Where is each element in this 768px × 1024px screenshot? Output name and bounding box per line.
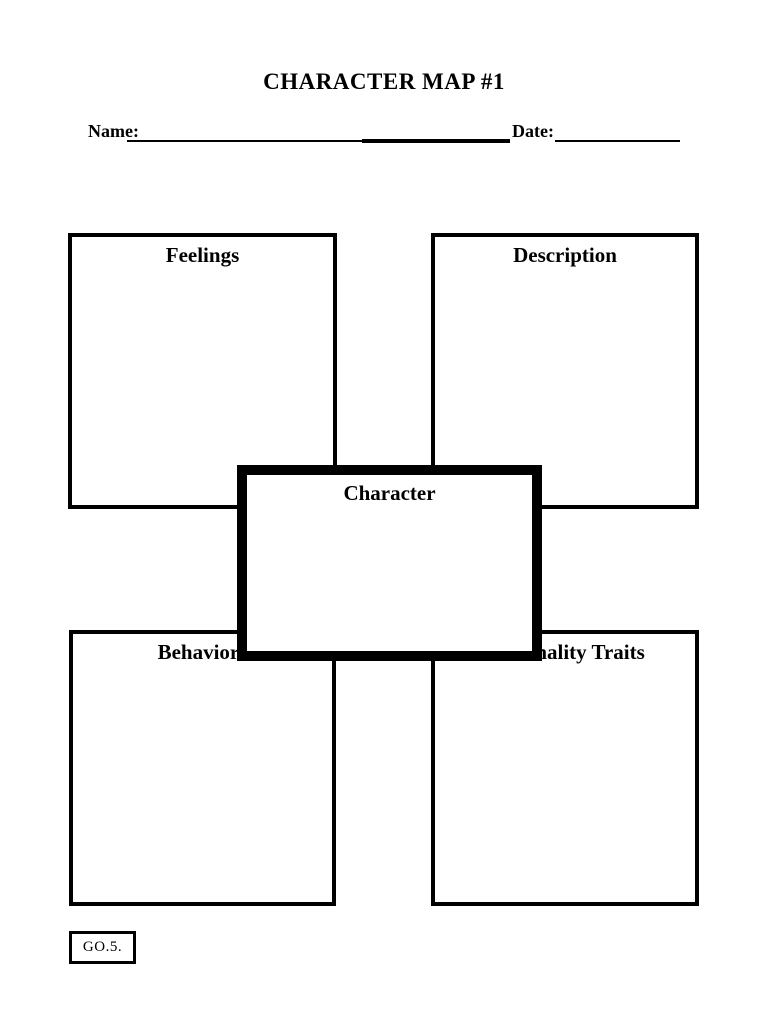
name-label: Name: xyxy=(88,121,139,141)
description-box-label: Description xyxy=(513,243,617,267)
personality-traits-write-area[interactable] xyxy=(435,668,695,902)
page-title: CHARACTER MAP #1 xyxy=(263,69,505,94)
description-box: Description xyxy=(431,233,699,509)
behaviors-box-label: Behaviors xyxy=(157,640,248,664)
character-box: Character xyxy=(237,465,542,661)
character-box-label: Character xyxy=(343,481,436,505)
name-underline-bold-segment[interactable] xyxy=(362,139,510,143)
go-code-box: GO.5. xyxy=(69,931,136,964)
character-write-area[interactable] xyxy=(247,509,532,651)
date-label: Date: xyxy=(512,121,554,141)
feelings-box-label: Feelings xyxy=(165,243,240,267)
behaviors-write-area[interactable] xyxy=(73,668,332,902)
name-underline[interactable] xyxy=(127,140,362,142)
personality-traits-box: Personality Traits xyxy=(431,630,699,906)
go-code-label: GO.5. xyxy=(82,939,123,955)
date-underline[interactable] xyxy=(555,140,680,142)
behaviors-box: Behaviors xyxy=(69,630,336,906)
feelings-box: Feelings xyxy=(68,233,337,509)
